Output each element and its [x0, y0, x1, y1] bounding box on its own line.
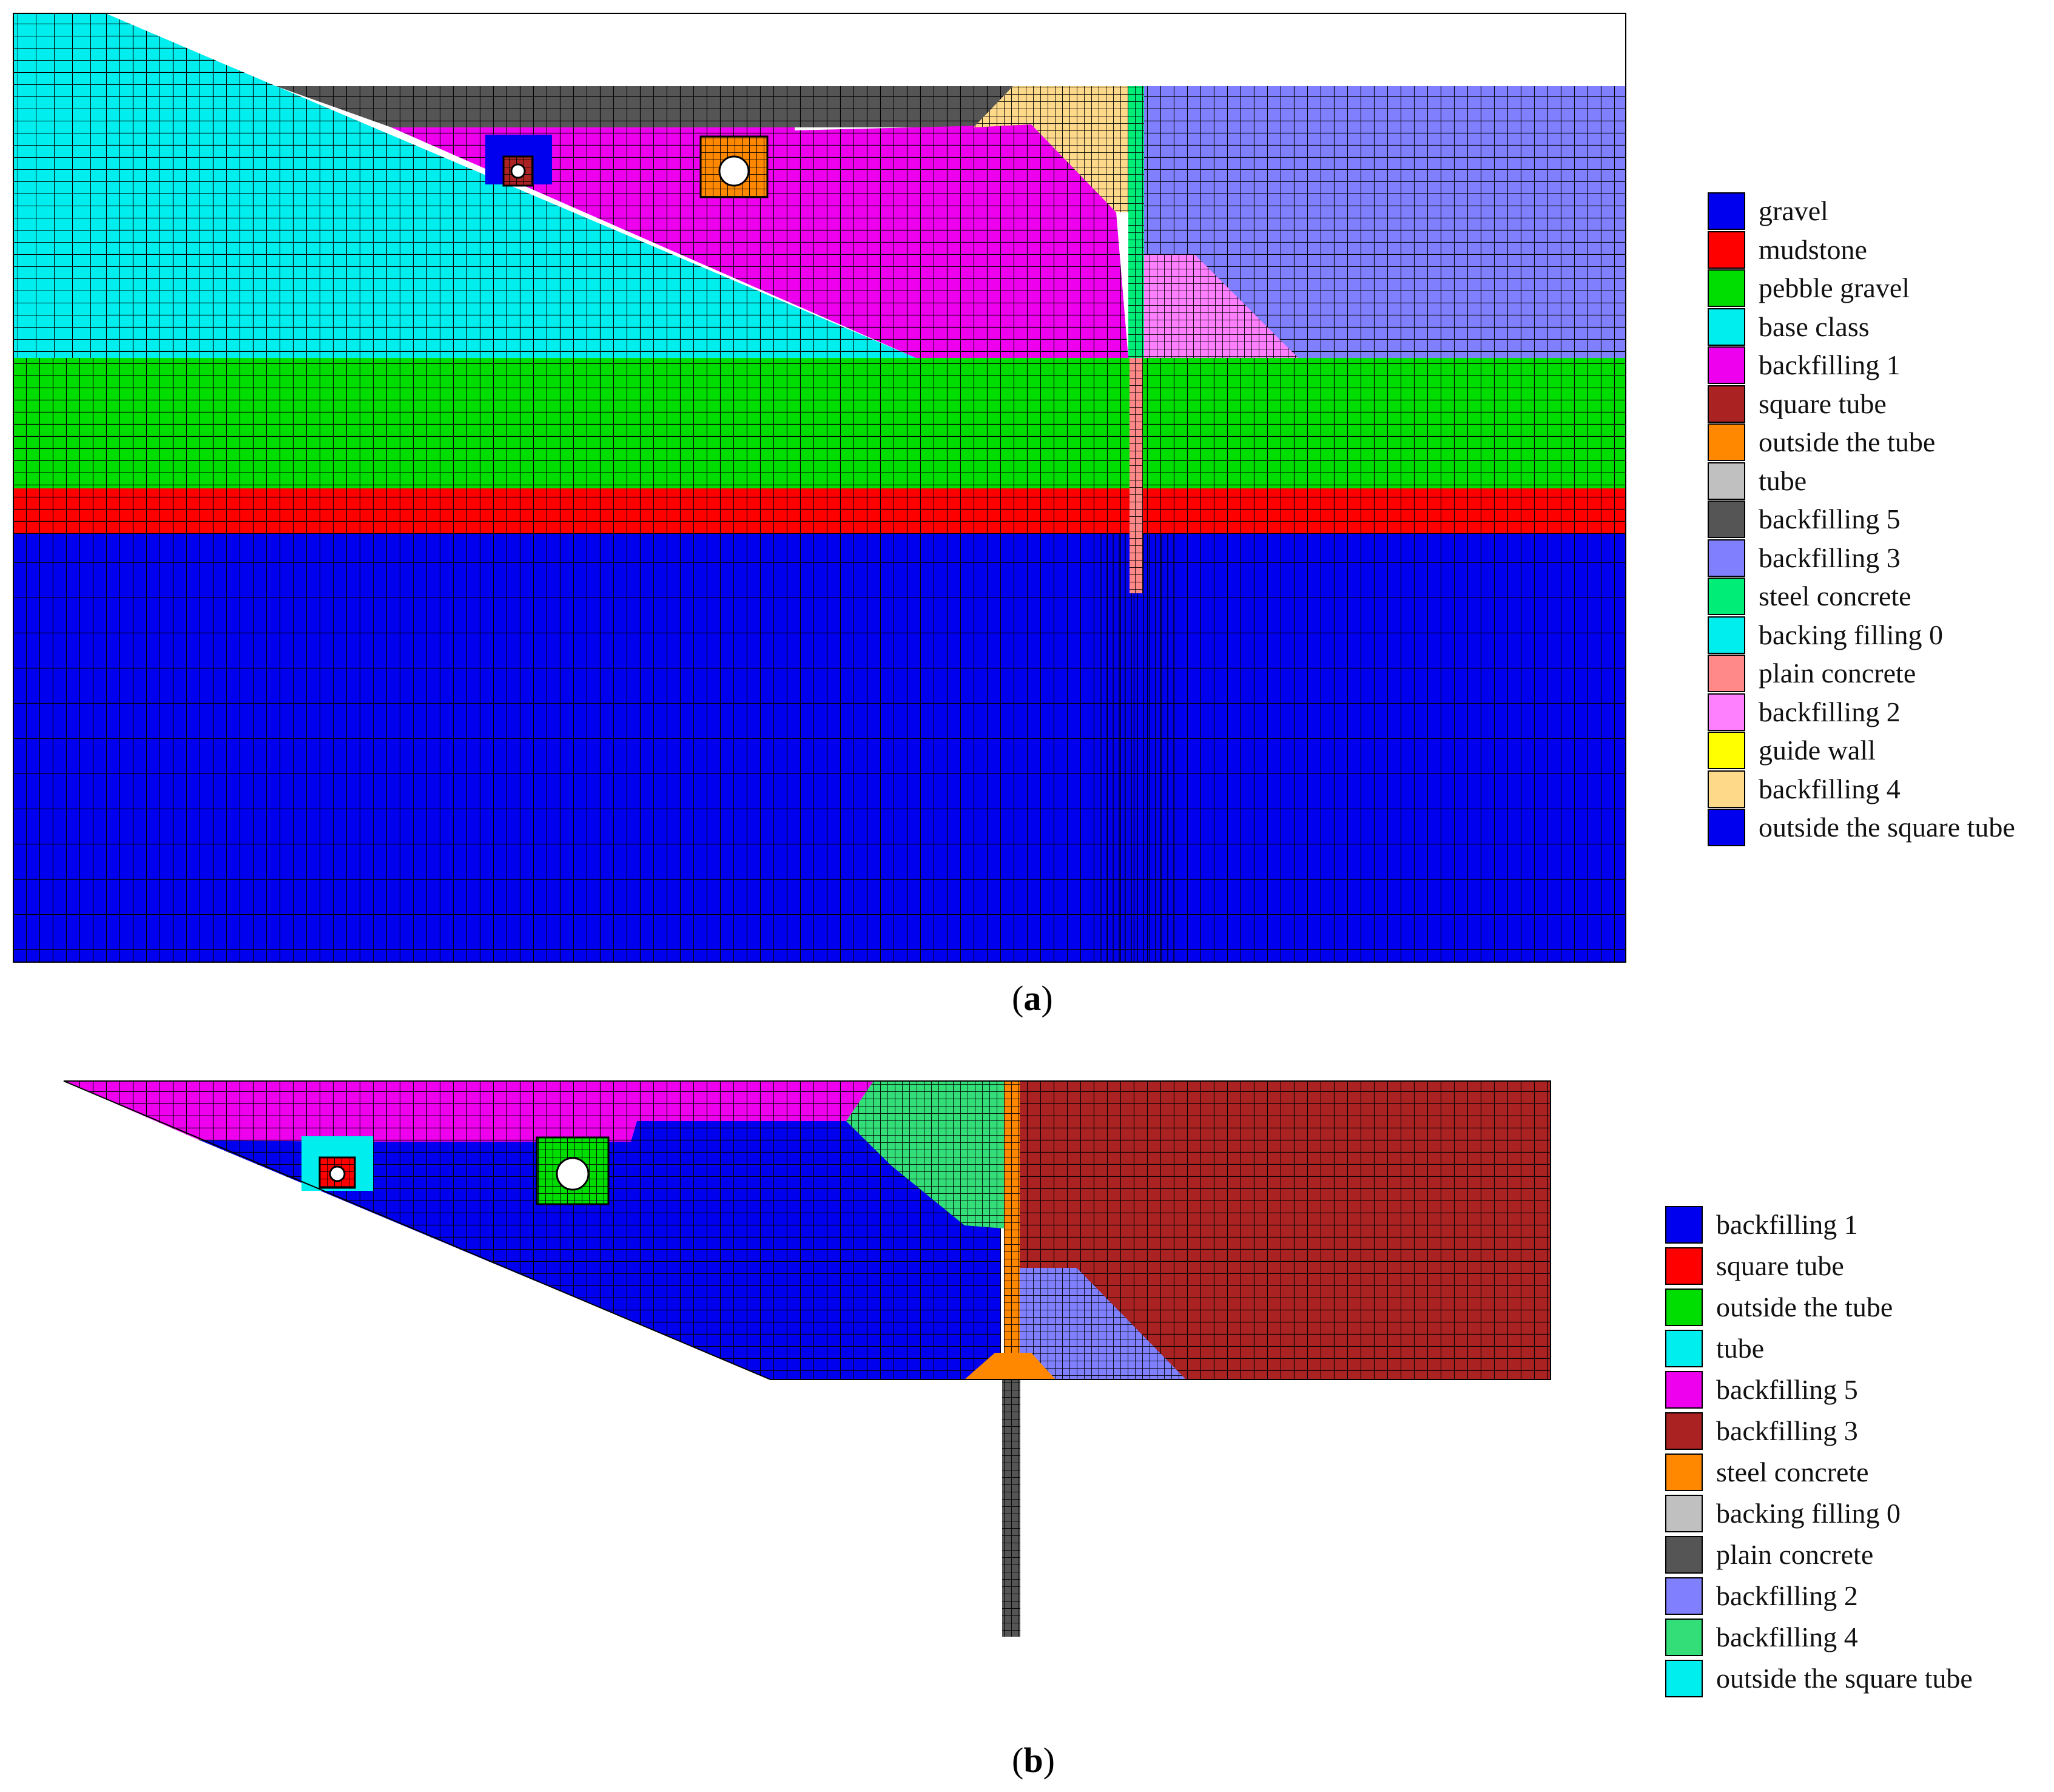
- legend-swatch: [1665, 1536, 1703, 1574]
- legend-swatch: [1708, 809, 1745, 846]
- legend-item: outside the tube: [1665, 1288, 2029, 1326]
- legend-label: pebble gravel: [1759, 272, 1910, 303]
- legend-swatch: [1665, 1247, 1703, 1285]
- mesh-panel-b: [63, 1080, 1551, 1637]
- legend-label: backfilling 4: [1759, 773, 1901, 804]
- legend-item: gravel: [1708, 192, 2054, 230]
- caption-b: (b): [1012, 1740, 1055, 1780]
- legend-label: square tube: [1759, 388, 1887, 419]
- legend-item: mudstone: [1708, 231, 2054, 269]
- legend-label: backing filling 0: [1759, 619, 1944, 650]
- legend-item: backfilling 5: [1665, 1371, 2029, 1409]
- legend-label: square tube: [1716, 1250, 1844, 1281]
- legend-label: backfilling 4: [1716, 1622, 1858, 1652]
- mesh-panel-a: [13, 13, 1626, 963]
- legend-panel-a: gravel mudstone pebble gravel base class bac…: [1708, 192, 2047, 847]
- legend-swatch: [1708, 732, 1745, 769]
- legend-item: plain concrete: [1665, 1536, 2029, 1574]
- legend-swatch: [1708, 655, 1745, 692]
- legend-label: backfilling 5: [1716, 1374, 1858, 1405]
- legend-swatch: [1708, 385, 1745, 423]
- legend-swatch: [1665, 1371, 1703, 1409]
- legend-item: outside the tube: [1708, 423, 2054, 461]
- legend-item: backing filling 0: [1708, 616, 2054, 654]
- legend-swatch: [1708, 578, 1745, 615]
- legend-label: plain concrete: [1759, 658, 1916, 689]
- legend-item: tube: [1708, 462, 2054, 500]
- legend-label: outside the square tube: [1759, 812, 2015, 843]
- legend-item: tube: [1665, 1330, 2029, 1367]
- legend-item: steel concrete: [1708, 578, 2054, 615]
- caption-a: (a): [1012, 979, 1053, 1018]
- legend-item: guide wall: [1708, 732, 2054, 769]
- legend-panel-b: backfilling 1 square tube outside the tube…: [1665, 1206, 2041, 1709]
- legend-label: steel concrete: [1759, 581, 1911, 611]
- legend-label: gravel: [1759, 195, 1828, 226]
- legend-label: backfilling 1: [1759, 349, 1901, 380]
- legend-label: outside the tube: [1759, 426, 1936, 457]
- legend-item: outside the square tube: [1665, 1660, 2029, 1697]
- legend-item: backfilling 1: [1665, 1206, 2029, 1244]
- legend-item: square tube: [1665, 1247, 2029, 1285]
- legend-swatch: [1708, 192, 1745, 230]
- legend-label: backfilling 3: [1716, 1415, 1858, 1446]
- square-tube-a: [485, 135, 552, 187]
- legend-item: backfilling 1: [1708, 346, 2054, 384]
- legend-label: tube: [1716, 1333, 1765, 1364]
- legend-label: backfilling 2: [1759, 696, 1901, 727]
- legend-label: guide wall: [1759, 735, 1876, 766]
- legend-swatch: [1708, 346, 1745, 384]
- legend-item: backfilling 2: [1708, 693, 2054, 731]
- legend-swatch: [1708, 308, 1745, 346]
- legend-item: backfilling 4: [1708, 770, 2054, 808]
- legend-swatch: [1665, 1577, 1703, 1615]
- legend-label: backfilling 5: [1759, 504, 1901, 534]
- legend-swatch: [1665, 1412, 1703, 1450]
- legend-swatch: [1708, 693, 1745, 731]
- legend-item: backfilling 2: [1665, 1577, 2029, 1615]
- legend-label: backfilling 2: [1716, 1580, 1858, 1611]
- legend-label: outside the tube: [1716, 1292, 1893, 1322]
- legend-label: backfilling 1: [1716, 1209, 1858, 1240]
- square-tube-b: [301, 1136, 373, 1191]
- legend-swatch: [1665, 1495, 1703, 1532]
- legend-swatch: [1708, 500, 1745, 538]
- legend-label: steel concrete: [1716, 1457, 1869, 1487]
- legend-item: base class: [1708, 308, 2054, 346]
- legend-label: backfilling 3: [1759, 542, 1901, 573]
- legend-item: square tube: [1708, 385, 2054, 423]
- legend-item: steel concrete: [1665, 1453, 2029, 1491]
- legend-label: outside the square tube: [1716, 1663, 1973, 1694]
- legend-swatch: [1708, 770, 1745, 808]
- legend-swatch: [1708, 539, 1745, 577]
- legend-item: outside the square tube: [1708, 809, 2054, 846]
- legend-swatch: [1665, 1619, 1703, 1656]
- legend-swatch: [1665, 1660, 1703, 1697]
- legend-swatch: [1665, 1288, 1703, 1326]
- legend-swatch: [1708, 616, 1745, 654]
- legend-item: backfilling 3: [1708, 539, 2054, 577]
- legend-swatch: [1665, 1453, 1703, 1491]
- legend-swatch: [1708, 462, 1745, 500]
- legend-swatch: [1665, 1330, 1703, 1367]
- legend-label: base class: [1759, 311, 1870, 342]
- legend-label: tube: [1759, 465, 1807, 496]
- legend-item: backfilling 4: [1665, 1619, 2029, 1656]
- legend-item: plain concrete: [1708, 655, 2054, 692]
- legend-item: pebble gravel: [1708, 269, 2054, 307]
- legend-label: backing filling 0: [1716, 1498, 1901, 1529]
- legend-swatch: [1708, 231, 1745, 269]
- legend-item: backfilling 5: [1708, 500, 2054, 538]
- legend-swatch: [1708, 269, 1745, 307]
- round-tube-a: [699, 135, 769, 198]
- legend-item: backfilling 3: [1665, 1412, 2029, 1450]
- legend-label: mudstone: [1759, 234, 1867, 265]
- legend-swatch: [1708, 423, 1745, 461]
- legend-label: plain concrete: [1716, 1539, 1874, 1570]
- round-tube-b: [536, 1136, 610, 1205]
- legend-item: backing filling 0: [1665, 1495, 2029, 1532]
- legend-swatch: [1665, 1206, 1703, 1244]
